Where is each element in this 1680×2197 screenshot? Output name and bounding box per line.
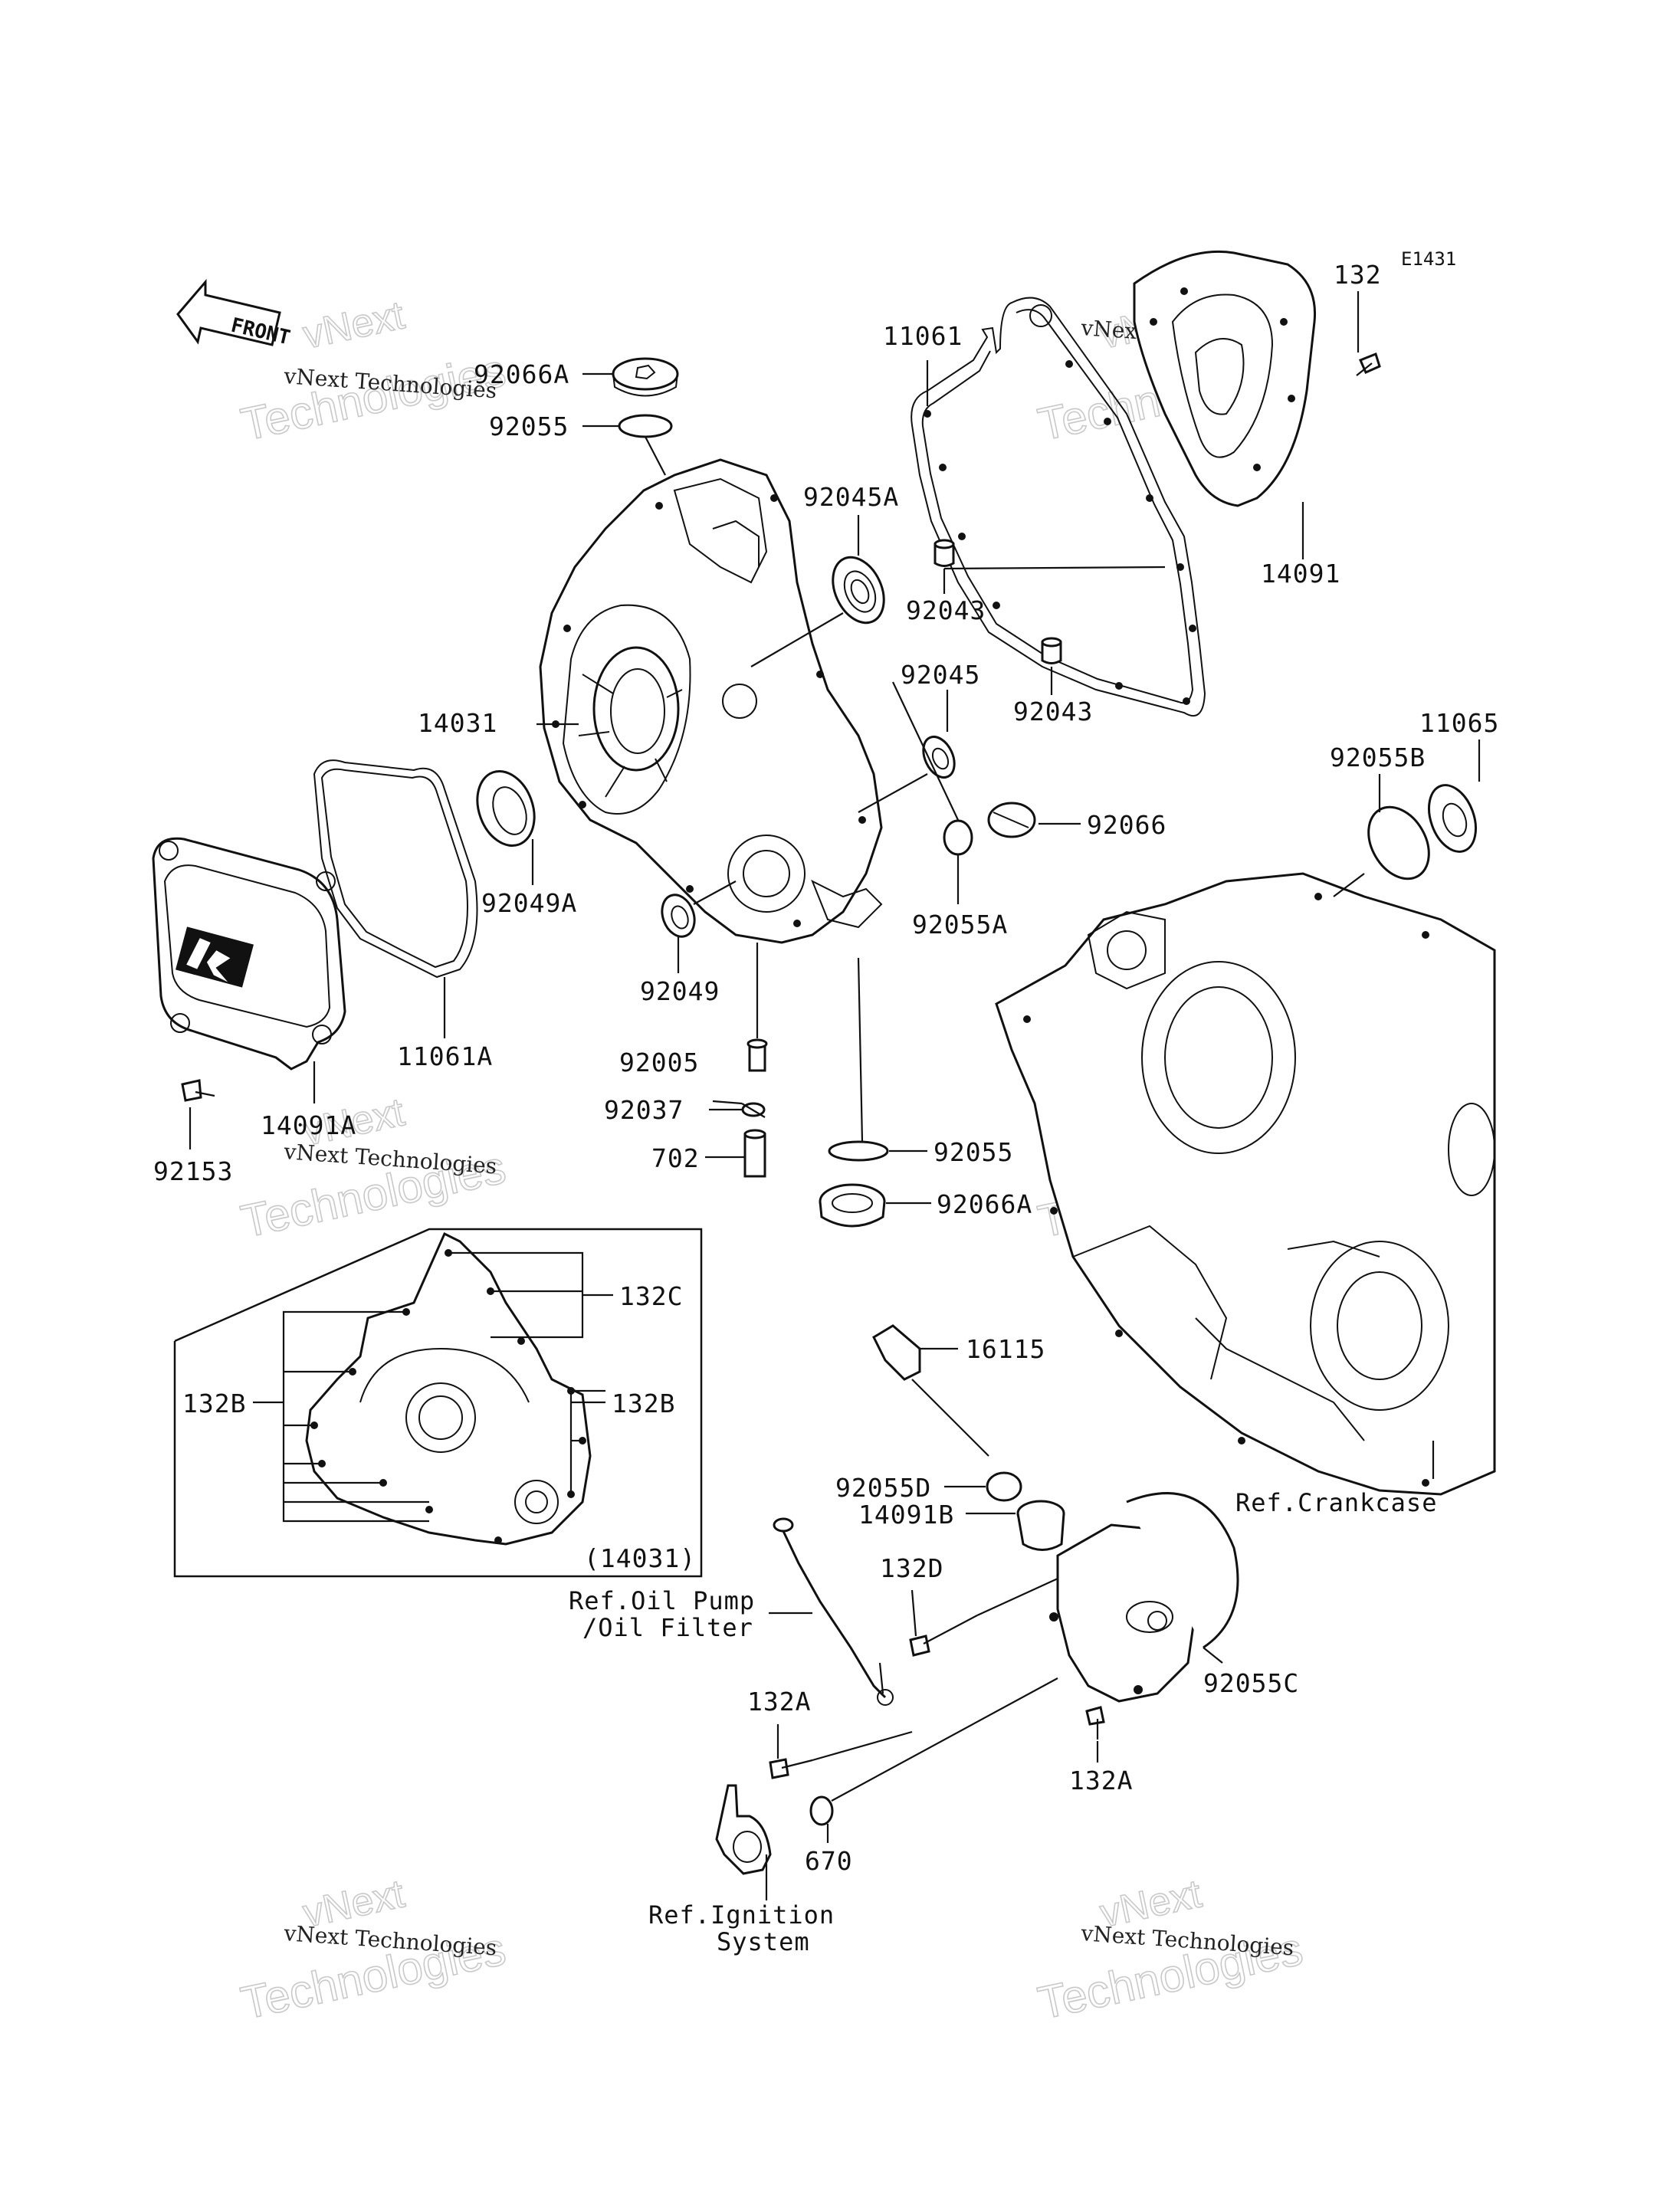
cap-92066A-mid: [819, 1183, 886, 1228]
label-14091A: 14091A: [261, 1110, 356, 1140]
gasket-11061: [911, 297, 1206, 717]
dipstick-16115: [872, 1324, 989, 1457]
washer-92037: [741, 1102, 766, 1118]
oring-670: [809, 1795, 834, 1826]
seal-92049: [661, 894, 696, 938]
label-92055D: 92055D: [835, 1473, 931, 1503]
bolt-92153: [181, 1079, 215, 1102]
label-92055-mid: 92055: [934, 1137, 1013, 1167]
bearing-92045A: [832, 556, 885, 625]
label-702: 702: [651, 1143, 700, 1173]
front-arrow-text: FRONT: [228, 314, 292, 350]
bolt-132A-right: [1085, 1706, 1105, 1740]
inset-box: [173, 1228, 703, 1578]
label-132: 132: [1334, 260, 1382, 290]
seal-92049A: [476, 770, 536, 847]
oring-92055D: [986, 1471, 1022, 1502]
oring-92055-top: [618, 414, 673, 438]
ref-ignition-line2: System: [717, 1927, 810, 1956]
crankcase: [995, 872, 1496, 1496]
filler-14091B: [1016, 1500, 1065, 1551]
label-132B-right: 132B: [612, 1389, 675, 1418]
label-14091B: 14091B: [858, 1500, 954, 1530]
label-92066A-top: 92066A: [474, 359, 569, 389]
label-132C: 132C: [619, 1281, 683, 1311]
bolt-132A-left: [769, 1758, 813, 1779]
watermark-bottom-right: vNext Technologies vNext Technologies: [1033, 1871, 1308, 2029]
bearing-92045: [922, 736, 956, 779]
ref-oil-pump-line1: Ref.Oil Pump: [569, 1586, 755, 1615]
ref-ignition-line1: Ref.Ignition: [648, 1900, 835, 1930]
oring-92055-mid: [828, 1140, 889, 1162]
label-14031: 14031: [418, 708, 497, 738]
label-670: 670: [805, 1846, 853, 1876]
label-92005: 92005: [619, 1048, 699, 1077]
label-92055-top: 92055: [489, 412, 569, 441]
label-92045A: 92045A: [803, 482, 899, 512]
plug-92066: [987, 802, 1036, 838]
label-92037: 92037: [604, 1095, 684, 1125]
label-92066A-mid: 92066A: [937, 1189, 1032, 1219]
stud-92005: [746, 1038, 768, 1072]
bolt-132D: [909, 1615, 978, 1657]
front-arrow-icon: FRONT: [176, 278, 292, 350]
watermark-bottom-left: vNext Technologies vNext Technologies: [236, 1871, 510, 2029]
label-14091: 14091: [1261, 559, 1340, 589]
label-11061: 11061: [883, 321, 963, 351]
reference-labels: Ref.Crankcase Ref.Oil Pump /Oil Filter R…: [569, 1488, 1437, 1956]
cover-14031: [539, 458, 883, 944]
label-11065: 11065: [1419, 708, 1499, 738]
oil-pump-rod: [773, 1517, 894, 1706]
label-132A-left: 132A: [747, 1687, 811, 1717]
label-92055A: 92055A: [912, 910, 1008, 939]
label-14031-ref: (14031): [584, 1543, 696, 1573]
label-132B-left: 132B: [182, 1389, 246, 1418]
leader-lines: [189, 291, 1481, 1900]
pin-702: [743, 1129, 766, 1178]
label-92043-a: 92043: [906, 595, 986, 625]
label-92066: 92066: [1087, 810, 1166, 840]
diagram-code: E1431: [1401, 248, 1456, 270]
dowel-92043-a: [934, 539, 955, 567]
oring-92055A: [943, 819, 973, 856]
label-11061A: 11061A: [397, 1041, 493, 1071]
ignition-sensor: [715, 1784, 772, 1875]
label-92049: 92049: [640, 976, 720, 1006]
label-16115: 16115: [966, 1334, 1045, 1364]
label-92045: 92045: [901, 660, 980, 690]
label-92153: 92153: [153, 1156, 233, 1186]
cap-92066A-top: [612, 357, 679, 397]
ref-oil-pump-line2: /Oil Filter: [582, 1613, 753, 1642]
label-132A-right: 132A: [1069, 1766, 1133, 1795]
label-92043-b: 92043: [1013, 697, 1093, 726]
bolt-132-top: [1356, 353, 1381, 376]
ref-crankcase: Ref.Crankcase: [1235, 1488, 1437, 1517]
label-92049A: 92049A: [481, 888, 577, 918]
label-92055C: 92055C: [1203, 1668, 1299, 1698]
labels: 132 11061 92066A 92055 92045A 14091 9204…: [153, 260, 1499, 1876]
plate-14091: [1133, 250, 1317, 507]
gear-11065: [1428, 784, 1477, 853]
cover-14091A: [152, 837, 346, 1071]
watermark-line1: vNext: [299, 293, 409, 357]
dowel-92043-b: [1041, 637, 1062, 664]
gasket-11061A: [313, 759, 478, 979]
oring-92055C: [1126, 1492, 1239, 1649]
label-132D: 132D: [880, 1553, 943, 1583]
label-92055B: 92055B: [1330, 743, 1426, 772]
